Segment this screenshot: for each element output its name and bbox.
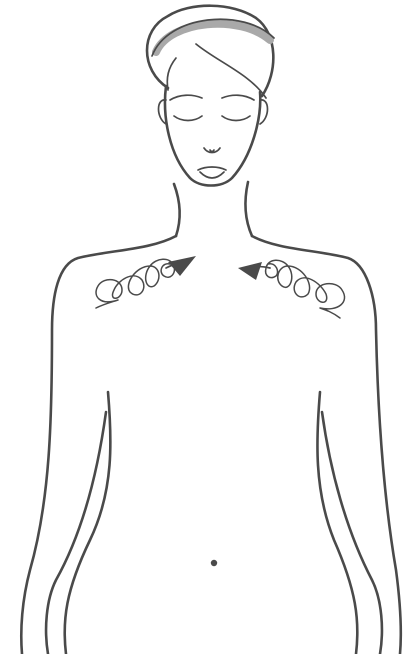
left-eye-closed (174, 116, 202, 121)
arrow-icon (238, 262, 262, 280)
hair-strand-2 (167, 58, 176, 90)
headband (156, 24, 270, 52)
left-shoulder-spiral (96, 259, 174, 308)
mouth-upper (198, 167, 226, 170)
navel (211, 560, 217, 566)
nose-bridge (210, 150, 214, 152)
face-outline (165, 86, 260, 186)
right-eye-closed (222, 116, 250, 121)
neck-left (174, 184, 180, 236)
right-eyebrow (222, 95, 254, 100)
right-shoulder-spiral (266, 260, 345, 318)
hair-strand (196, 44, 266, 98)
neck-right (245, 182, 252, 236)
left-arm-inner (46, 412, 106, 654)
right-torso-line (317, 392, 357, 654)
left-eyebrow (170, 95, 202, 100)
mouth-lower (200, 172, 224, 178)
